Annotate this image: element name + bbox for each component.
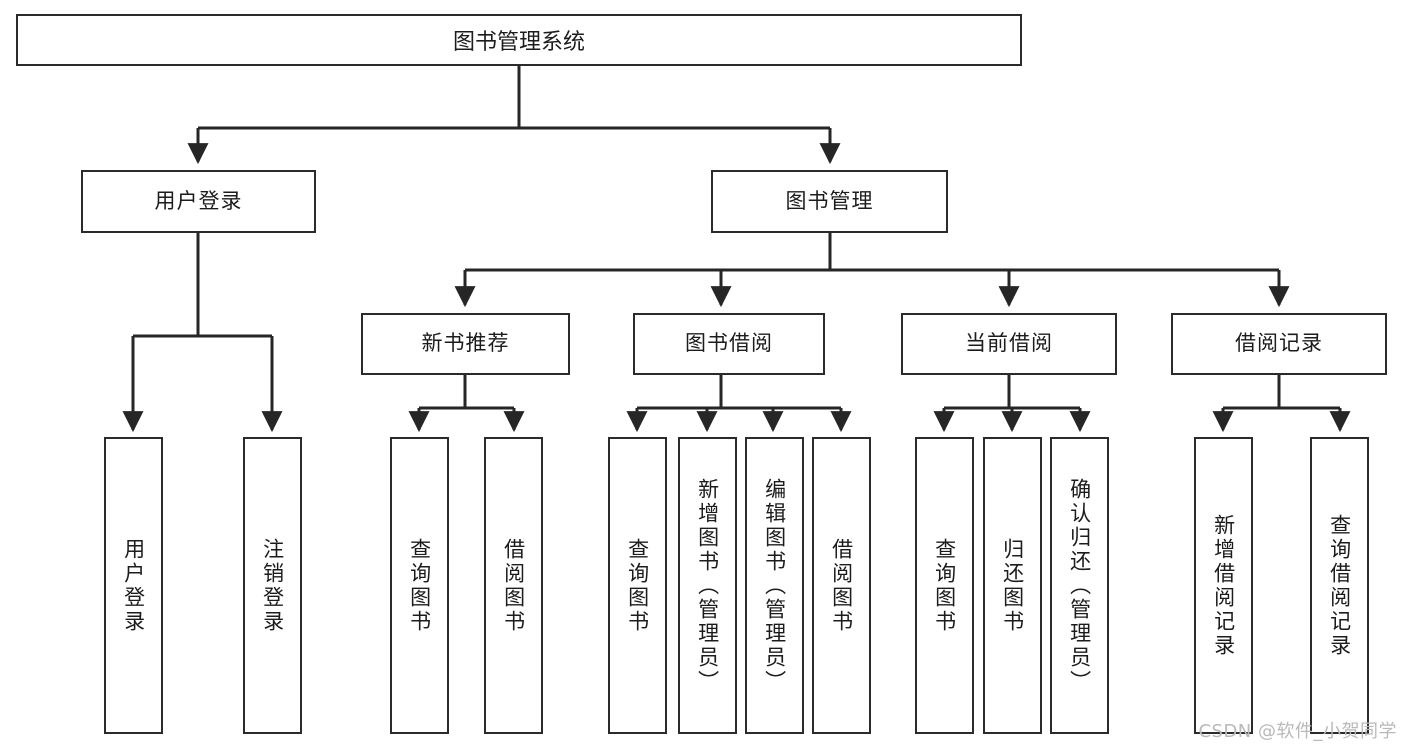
node-leaf-return-book-label: 归还图书 — [1000, 537, 1025, 634]
node-current-borrow-label: 当前借阅 — [965, 331, 1053, 356]
node-book-manage-label: 图书管理 — [785, 188, 874, 213]
node-book-borrow[interactable]: 图书借阅 — [633, 313, 825, 375]
node-leaf-add-record[interactable]: 新增借阅记录 — [1194, 437, 1253, 734]
node-leaf-query-book-2-label: 查询图书 — [625, 537, 650, 634]
node-leaf-user-login-label: 用户登录 — [121, 537, 146, 634]
node-root[interactable]: 图书管理系统 — [16, 14, 1022, 66]
node-leaf-confirm-return[interactable]: 确认归还（管理员） — [1050, 437, 1109, 734]
node-leaf-user-login[interactable]: 用户登录 — [104, 437, 163, 734]
node-leaf-add-record-label: 新增借阅记录 — [1211, 513, 1236, 658]
node-leaf-query-book-1[interactable]: 查询图书 — [390, 437, 449, 734]
node-current-borrow[interactable]: 当前借阅 — [901, 313, 1117, 375]
node-leaf-add-book[interactable]: 新增图书（管理员） — [678, 437, 737, 734]
node-leaf-borrow-book-1-label: 借阅图书 — [501, 537, 526, 634]
node-leaf-query-record[interactable]: 查询借阅记录 — [1310, 437, 1369, 734]
node-leaf-edit-book-label: 编辑图书（管理员） — [762, 477, 787, 694]
node-leaf-borrow-book-1[interactable]: 借阅图书 — [484, 437, 543, 734]
node-leaf-query-record-label: 查询借阅记录 — [1327, 513, 1352, 658]
node-leaf-confirm-return-label: 确认归还（管理员） — [1067, 477, 1092, 694]
node-user-login[interactable]: 用户登录 — [81, 170, 316, 233]
node-leaf-edit-book[interactable]: 编辑图书（管理员） — [745, 437, 804, 734]
node-leaf-logout-label: 注销登录 — [260, 537, 285, 634]
node-user-login-label: 用户登录 — [154, 188, 243, 213]
node-leaf-query-book-1-label: 查询图书 — [407, 537, 432, 634]
node-new-book-rec[interactable]: 新书推荐 — [361, 313, 570, 375]
node-leaf-logout[interactable]: 注销登录 — [243, 437, 302, 734]
node-leaf-query-book-3-label: 查询图书 — [932, 537, 957, 634]
node-borrow-record[interactable]: 借阅记录 — [1171, 313, 1387, 375]
node-leaf-add-book-label: 新增图书（管理员） — [695, 477, 720, 694]
node-leaf-return-book[interactable]: 归还图书 — [983, 437, 1042, 734]
node-root-label: 图书管理系统 — [452, 30, 585, 55]
node-leaf-query-book-3[interactable]: 查询图书 — [915, 437, 974, 734]
node-book-borrow-label: 图书借阅 — [685, 331, 773, 356]
watermark: CSDN @软件_小贺同学 — [1198, 721, 1397, 742]
node-new-book-rec-label: 新书推荐 — [421, 331, 510, 356]
node-borrow-record-label: 借阅记录 — [1235, 331, 1323, 356]
node-leaf-borrow-book-2[interactable]: 借阅图书 — [812, 437, 871, 734]
node-leaf-borrow-book-2-label: 借阅图书 — [829, 537, 854, 634]
node-book-manage[interactable]: 图书管理 — [711, 170, 948, 233]
node-leaf-query-book-2[interactable]: 查询图书 — [608, 437, 667, 734]
